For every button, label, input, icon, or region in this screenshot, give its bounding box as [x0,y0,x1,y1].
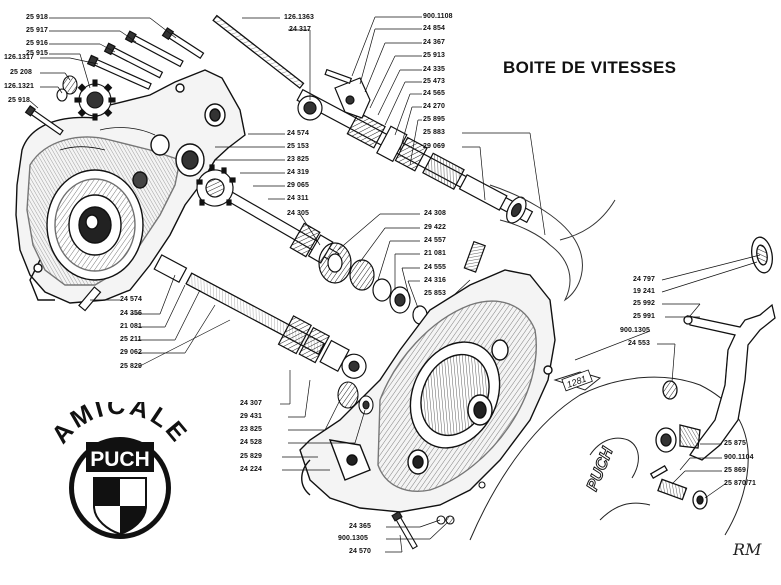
part-label: 24 528 [240,439,263,446]
part-label: 900.1305 [338,535,368,542]
part-label: 24 319 [287,169,310,176]
part-label: 24 565 [423,90,446,97]
bottom-bolt [391,481,486,550]
part-label: 25 913 [423,52,446,59]
part-label: 25 991 [633,313,656,320]
part-label: 24 311 [287,195,309,202]
part-label: 25 211 [120,336,142,343]
part-label: 25 870/71 [724,480,757,487]
part-label: 900.1108 [423,13,453,20]
part-label: 25 918 [26,14,49,21]
part-label: 126.1363 [284,14,314,21]
part-label: 24 317 [289,26,312,33]
part-label: 24 308 [424,210,447,217]
part-label: 24 316 [424,277,447,284]
part-label: 29 431 [240,413,263,420]
part-label: 25 153 [287,143,310,150]
part-label: 19 241 [633,288,656,295]
part-label: 24 797 [633,276,656,283]
part-label: 24 570 [349,548,372,555]
cover-lettering: 1281 PUCH [561,369,617,494]
part-label: 23 825 [240,426,263,433]
drive-sprocket [56,75,116,121]
part-label: 126.1321 [4,83,34,90]
part-label: 24 557 [424,237,447,244]
long-bolts [24,27,205,136]
leader-lines [29,16,761,553]
part-label: 24 367 [423,39,446,46]
part-label: 23 825 [287,156,310,163]
upper-shaft-assembly [296,88,534,224]
svg-text:PUCH: PUCH [90,448,150,471]
part-label: 24 307 [240,400,263,407]
gear-cluster-right [318,240,486,325]
part-label: 24 270 [423,103,446,110]
kickstart-lever [649,236,776,510]
part-label: 24 854 [423,25,446,32]
part-label: 24 356 [120,310,143,317]
shift-plate [324,68,371,119]
part-label: 25 916 [26,40,49,47]
part-label: 126.1317 [4,54,34,61]
part-label: 29 069 [423,143,446,150]
part-label: 24 335 [423,66,446,73]
part-label: 24 555 [424,264,447,271]
part-label: 29 062 [120,349,143,356]
part-label: 24 574 [120,296,143,303]
part-label: 25 829 [120,363,143,370]
part-label: 25 875 [724,440,747,447]
logo-drawing: AMICALE PUCH [46,392,191,539]
part-label: 24 574 [287,130,310,137]
lower-shaft [78,254,367,379]
part-label: 24 305 [287,210,310,217]
kickstart-lever-outline [489,184,616,302]
counter-shaft [196,164,340,264]
amicale-puch-logo: AMICALE PUCH [34,392,206,542]
part-label: 900.1305 [620,327,650,334]
part-label: 25 829 [240,453,263,460]
part-label: 29 065 [287,182,310,189]
top-shaft [212,14,305,89]
part-label: 24 365 [349,523,372,530]
part-label: 25 992 [633,300,656,307]
part-label: 25 915 [26,50,49,57]
part-label: 25 917 [26,27,49,34]
part-label: 25 918 [8,97,31,104]
svg-text:PUCH: PUCH [584,445,617,494]
page-title: BOITE DE VITESSES [503,58,677,77]
part-label: 25 473 [423,78,446,85]
part-label: 900.1104 [724,454,754,461]
part-label: 25 869 [724,467,747,474]
part-label: 25 883 [423,129,446,136]
artist-signature: RM [733,540,762,559]
left-crankcase-half [15,69,246,304]
part-label: 25 895 [423,116,446,123]
part-label: 25 853 [424,290,447,297]
part-label: 24 553 [628,340,651,347]
part-label: 21 081 [424,250,447,257]
right-crankcase-half [299,269,556,513]
part-label: 21 081 [120,323,143,330]
part-label: 29 422 [424,224,447,231]
washer-stack [337,381,374,415]
part-label: 24 224 [240,466,263,473]
part-label: 25 208 [10,69,33,76]
